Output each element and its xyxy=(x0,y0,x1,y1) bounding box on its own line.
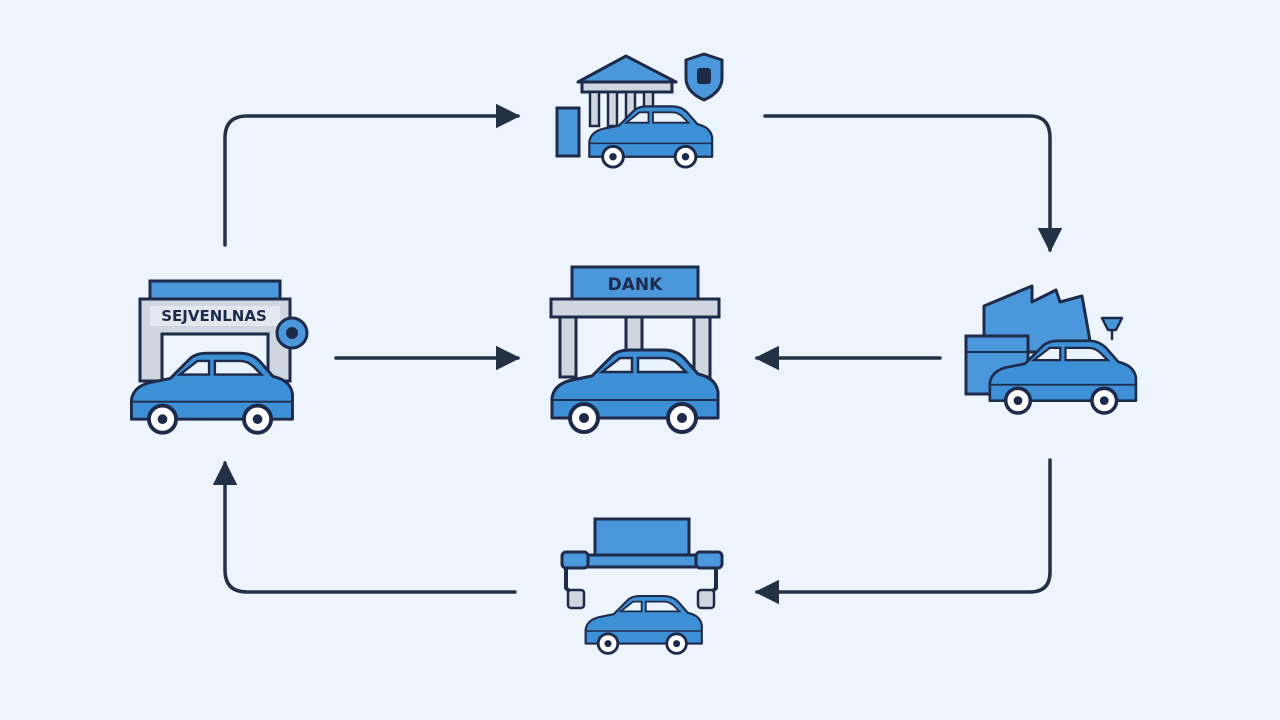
flow-arrows xyxy=(212,103,1063,605)
factory-with-car-icon xyxy=(964,284,1138,415)
badge-icon xyxy=(275,316,309,350)
bank-with-car-and-shield-icon xyxy=(555,52,724,169)
center-sign-text: DANK xyxy=(608,275,663,295)
arrow-right-to-bottom xyxy=(754,458,1052,605)
arrow-left-to-top xyxy=(223,103,521,247)
bank-building-with-car-icon: DANK xyxy=(549,265,721,434)
assembly-robot-with-car-icon xyxy=(560,517,724,655)
pin-icon xyxy=(1100,316,1124,340)
arrow-bottom-to-left xyxy=(212,460,517,594)
dealership-sign-text: SEJVENLNAS xyxy=(161,307,267,325)
shield-icon xyxy=(684,52,724,102)
dealership-with-car-icon: SEJVENLNAS xyxy=(129,279,309,435)
arrow-top-to-right xyxy=(763,114,1063,253)
